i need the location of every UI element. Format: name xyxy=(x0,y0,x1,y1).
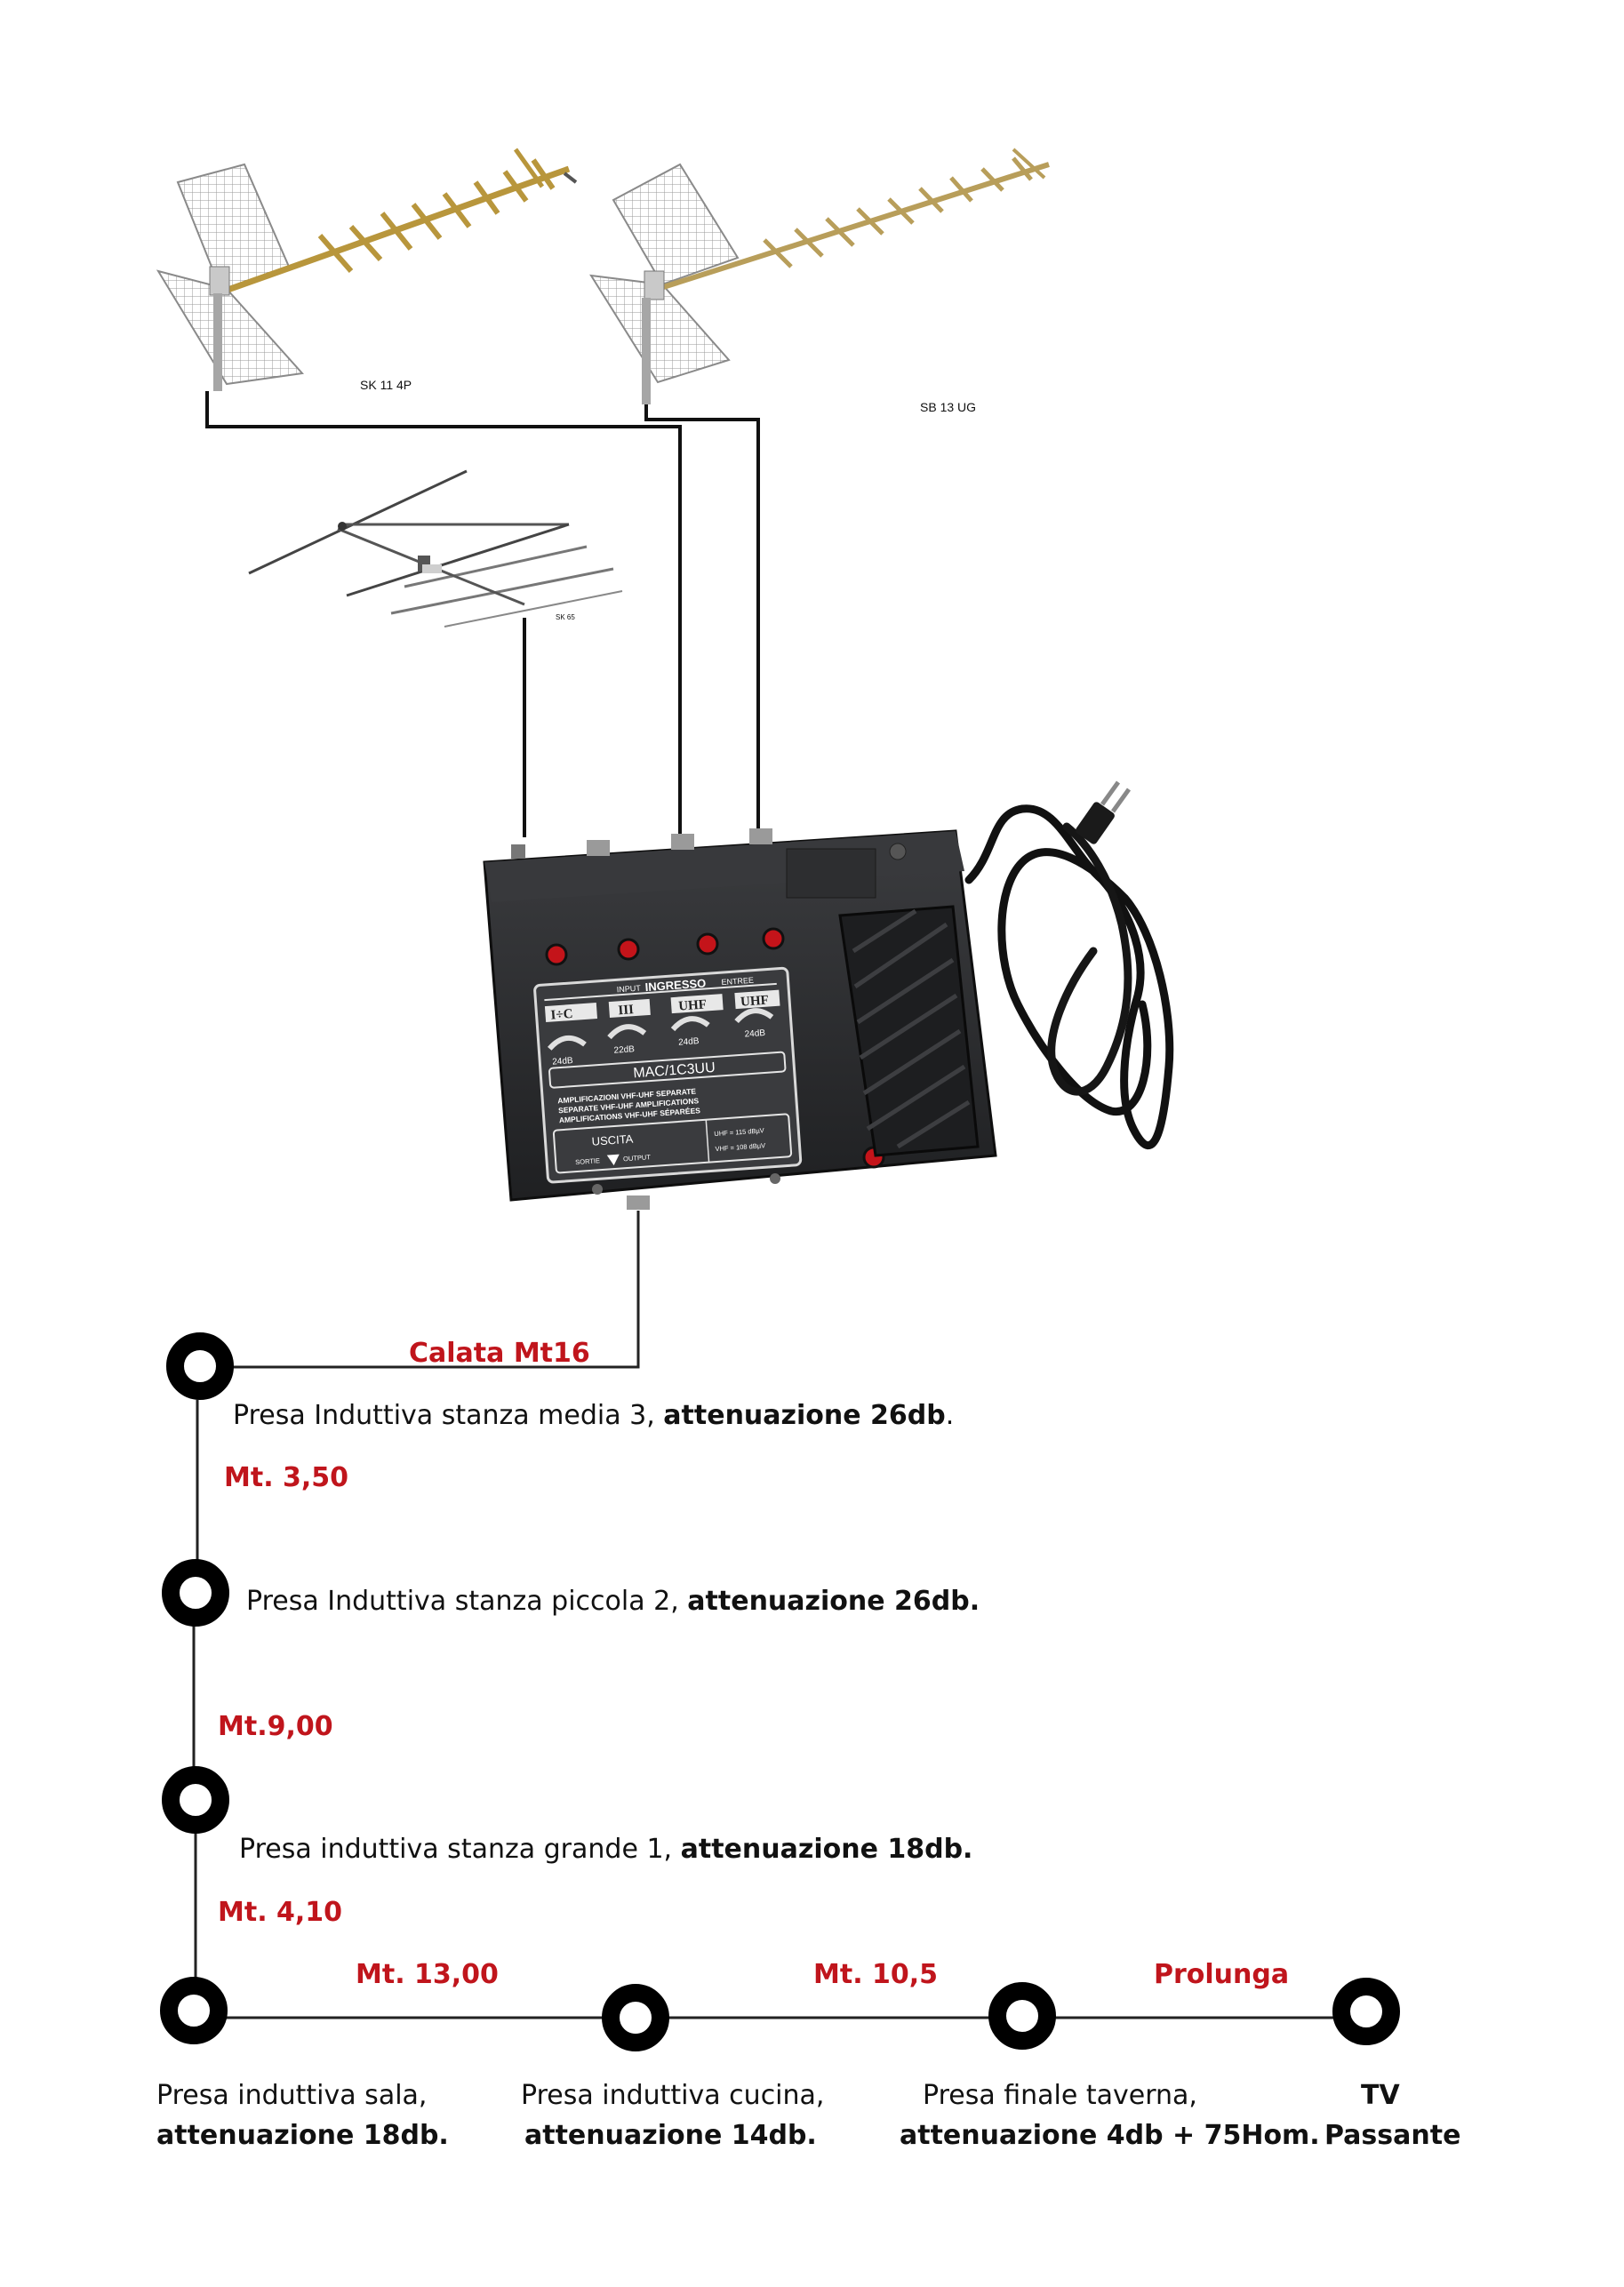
uhf-panel-yagi-antenna-icon xyxy=(589,148,1050,404)
outlet-grande-icon xyxy=(162,1766,229,1834)
label-seg-3: Mt. 4,10 xyxy=(218,1897,343,1928)
label-seg-1: Mt. 3,50 xyxy=(224,1462,349,1493)
gain-1: 24dB xyxy=(552,1056,573,1068)
tv-amplifier: INPUT INGRESSO ENTREE I÷C III UHF UHF 24… xyxy=(483,780,1174,1210)
cable-sb13ug xyxy=(644,404,760,837)
outlet-media-suffix: . xyxy=(945,1400,955,1431)
antenna-vhf xyxy=(248,469,623,628)
outlet-tv-line2: Passante xyxy=(1324,2120,1461,2151)
outlet-taverna-line1: Presa finale taverna, xyxy=(923,2080,1197,2111)
outlet-cucina-line2: attenuazione 14db. xyxy=(524,2120,817,2151)
outlet-piccola-icon xyxy=(162,1559,229,1627)
output-small-left: SORTIE xyxy=(575,1156,600,1166)
label-drop: Calata Mt16 xyxy=(409,1338,590,1369)
outlet-piccola-prefix: Presa Induttiva stanza piccola 2, xyxy=(246,1586,688,1617)
gain-2: 22dB xyxy=(613,1044,635,1056)
cable-sk114p xyxy=(205,391,682,837)
outlet-tv-line1: TV xyxy=(1361,2080,1400,2111)
input-label: INGRESSO xyxy=(644,976,707,994)
outlets xyxy=(160,1332,1400,2051)
outlet-sala-icon xyxy=(160,1977,228,2044)
outlet-sala-line1: Presa induttiva sala, xyxy=(156,2080,428,2111)
label-seg-2: Mt.9,00 xyxy=(218,1711,333,1742)
outlet-taverna-line2: attenuazione 4db + 75Hom. xyxy=(900,2120,1320,2151)
outlet-grande-prefix: Presa induttiva stanza grande 1, xyxy=(239,1834,681,1865)
outlet-cucina-line1: Presa induttiva cucina, xyxy=(521,2080,825,2111)
band-4: UHF xyxy=(740,994,770,1010)
outlet-media-icon xyxy=(166,1332,234,1400)
gain-3: 24dB xyxy=(678,1036,700,1048)
output-small-right: OUTPUT xyxy=(623,1153,652,1163)
antenna-sb13ug xyxy=(589,148,1050,404)
label-seg-4: Mt. 13,00 xyxy=(356,1959,499,1990)
outlet-tv-icon xyxy=(1332,1978,1400,2045)
outlet-cucina-icon xyxy=(602,1984,669,2051)
cable-drop xyxy=(200,1211,640,1369)
input-small-left: INPUT xyxy=(616,984,641,995)
outlet-grande-text: Presa induttiva stanza grande 1, attenua… xyxy=(239,1836,972,1863)
band-2: III xyxy=(618,1003,635,1018)
antenna-cables xyxy=(205,391,760,837)
output-label: USCITA xyxy=(591,1132,634,1148)
antenna-label-sb13ug: SB 13 UG xyxy=(920,400,977,414)
outlet-media-attenuation: attenuazione 26db xyxy=(663,1400,946,1431)
outlet-media-text: Presa Induttiva stanza media 3, attenuaz… xyxy=(233,1403,954,1429)
outlet-taverna-icon xyxy=(988,1982,1056,2050)
amplifier-label-panel: INPUT INGRESSO ENTREE I÷C III UHF UHF 24… xyxy=(533,966,803,1184)
band-1: I÷C xyxy=(550,1007,573,1023)
outlet-sala-line2: attenuazione 18db. xyxy=(156,2120,449,2151)
antenna-sk114p xyxy=(156,148,578,391)
label-seg-5: Mt. 10,5 xyxy=(813,1959,939,1990)
uhf-panel-yagi-antenna-icon xyxy=(156,148,578,391)
input-small-right: ENTREE xyxy=(721,976,754,988)
level-vhf: VHF = 108 dBµV xyxy=(715,1141,765,1153)
gain-4: 24dB xyxy=(744,1028,765,1040)
label-seg-6: Prolunga xyxy=(1154,1959,1290,1990)
level-uhf: UHF = 115 dBµV xyxy=(714,1126,764,1138)
vhf-yagi-antenna-icon xyxy=(248,469,623,628)
distribution-cable xyxy=(192,1211,1342,2019)
outlet-piccola-text: Presa Induttiva stanza piccola 2, attenu… xyxy=(246,1588,980,1615)
outlet-piccola-attenuation: attenuazione 26db. xyxy=(687,1586,980,1617)
band-3: UHF xyxy=(678,997,708,1013)
amplifier-model: MAC/1C3UU xyxy=(633,1060,716,1081)
antenna-label-sk114p: SK 11 4P xyxy=(360,378,412,392)
outlet-media-prefix: Presa Induttiva stanza media 3, xyxy=(233,1400,664,1431)
antenna-label-vhf: SK 65 xyxy=(556,613,575,621)
outlet-grande-attenuation: attenuazione 18db. xyxy=(680,1834,973,1865)
